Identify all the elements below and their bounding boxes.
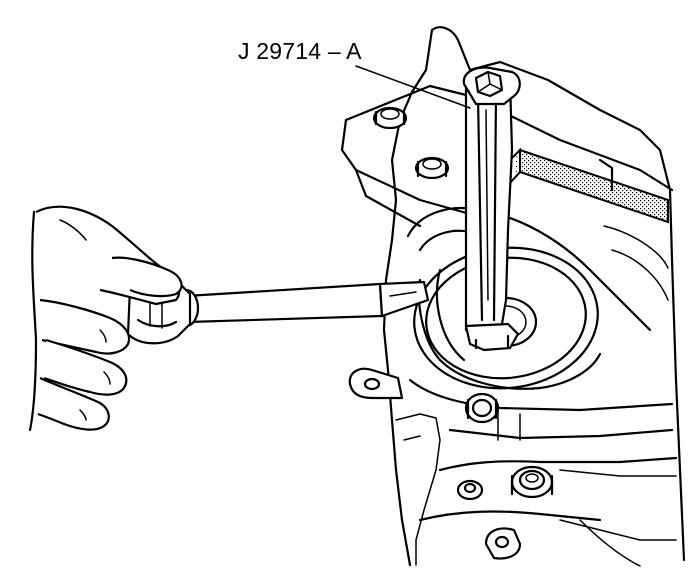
callout-leader	[355, 65, 471, 109]
boss-lower-left	[456, 479, 484, 501]
mounting-ear	[348, 367, 404, 400]
boss-bottom	[484, 527, 522, 560]
hex-head	[474, 70, 504, 98]
transmission-case	[340, 26, 686, 567]
tool-callout-label: J 29714 – A	[238, 38, 362, 64]
bolt-upper-left	[372, 106, 408, 130]
oil-seal	[413, 246, 602, 390]
bolt-upper-center	[414, 156, 450, 180]
fitting-lower	[510, 465, 554, 499]
seal-remover-tool	[462, 66, 521, 352]
hand	[28, 205, 183, 432]
fitting-middle	[464, 392, 500, 424]
